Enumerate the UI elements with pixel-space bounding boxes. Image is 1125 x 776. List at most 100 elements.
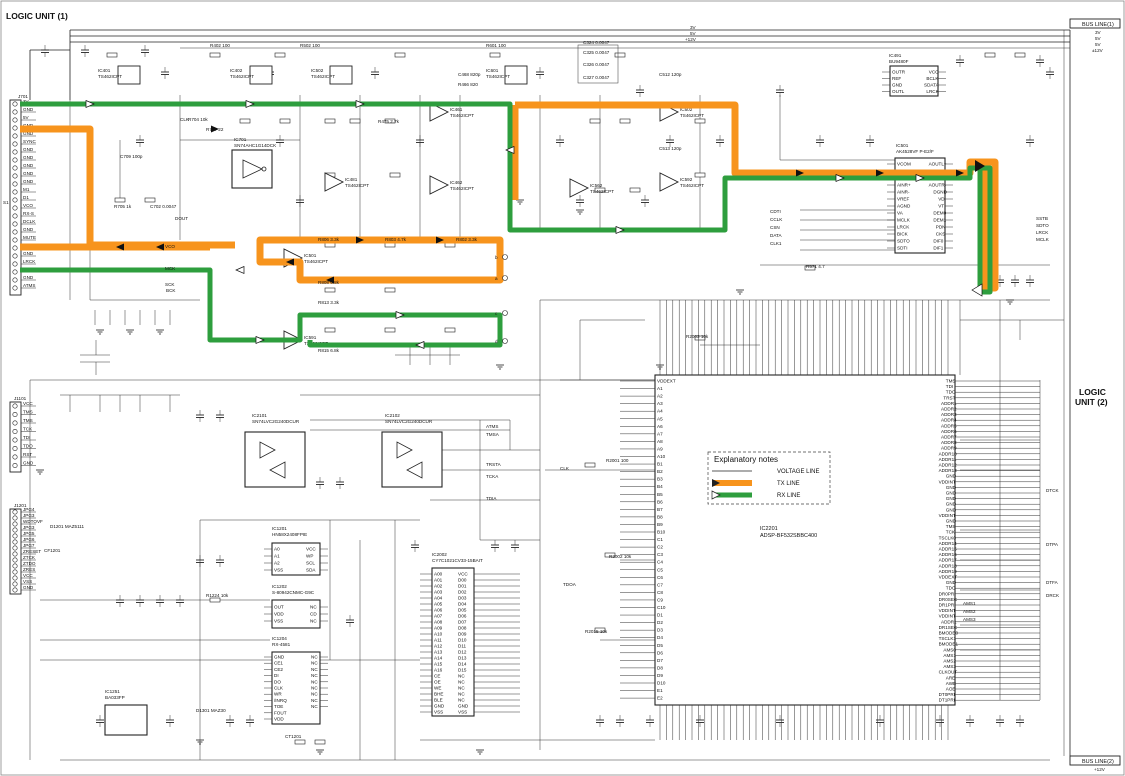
ic-pin-label: VA: [897, 211, 904, 216]
resistor: [279, 118, 291, 124]
resistor: [324, 242, 336, 248]
connector-pin: [12, 221, 18, 227]
ic-pin-label: TSCLK0: [939, 535, 957, 540]
label-r707: R707 22: [206, 127, 224, 132]
ic-pin-label: DI: [274, 673, 279, 678]
ic-pin-label: DR0PRI: [939, 591, 956, 596]
svg-text:J701: J701: [18, 94, 28, 99]
ic-pin-label: D2: [657, 620, 663, 625]
connector-pin-label: GND: [23, 107, 34, 112]
ic-pin-label: TRST: [943, 395, 955, 400]
label-r2003: R2003 10k: [686, 334, 709, 339]
tx-arrow-icon: [286, 258, 294, 266]
connector-pin: [12, 587, 18, 593]
connector-pin-label: TDI: [23, 435, 30, 440]
ic-pin-label: B2: [657, 469, 663, 474]
connector-pin: [12, 420, 18, 426]
ic-pin-label: C3: [657, 552, 663, 557]
ic-pin-label: NC: [458, 692, 465, 697]
label-r705: R705 1k: [114, 204, 132, 209]
right-unit-title-line2: UNIT (2): [1075, 397, 1108, 407]
ic-pin-label: ADDR1: [941, 401, 957, 406]
resistor: [444, 327, 456, 333]
ic-pin-label: ADDR13: [939, 468, 958, 473]
svg-text:+12V: +12V: [1094, 767, 1106, 772]
legend-voltage-label: VOLTAGE LINE: [777, 469, 819, 475]
connector-pin: [12, 545, 18, 551]
resistor: [444, 242, 456, 248]
connector-pin-label: JPG5: [23, 531, 35, 536]
connector-j1201: J1201 JPG4JPG3WDTOVFJPG3JPG5JPG6JPG7ZRES…: [9, 503, 43, 595]
svg-text:a: a: [495, 276, 498, 281]
ic-pin-label: DO: [274, 679, 281, 684]
label-r813: R813 3.3k: [318, 300, 340, 305]
ic-pin-label: VCC: [929, 70, 939, 75]
ic-pin-label: D07: [458, 620, 467, 625]
ic491-dac: IC491 BU9480F OUTRREFGNDOUTLVCCBCLKSDATA…: [882, 53, 946, 97]
ic-pin-label: NC: [311, 679, 318, 684]
ic-pin-label: A07: [434, 614, 443, 619]
tx-arrow-icon: [956, 169, 964, 177]
tx-line-paths: [20, 101, 999, 292]
ic-pin-label: SDATA: [924, 83, 940, 88]
svg-text:+12V: +12V: [685, 37, 697, 42]
ic-pin-label: C9: [657, 597, 663, 602]
ic-pin-label: WR: [274, 692, 282, 697]
ic1201-eeprom: IC1201 HN58X2408FPIE A0A1A2VSSVCCWPSCLSD…: [264, 526, 328, 576]
svg-text:R502 100: R502 100: [300, 43, 320, 48]
ic-pin-label: CE1: [274, 661, 283, 666]
connector-pin-label: VCC: [23, 573, 33, 578]
ic-pin-label: OUTR: [892, 70, 906, 75]
svg-text:5V: 5V: [690, 31, 697, 36]
ic1204-rtc: IC1204 RX-4581 GNDCE1CE2DIDOCLKWR/INRQTO…: [264, 636, 328, 725]
ic-pin-label: D10: [657, 681, 666, 686]
rx-arrow-icon: [505, 145, 515, 155]
ic-pin-label: ADDR11: [939, 457, 957, 462]
ic-pin-label: VCC: [306, 547, 316, 552]
label-r571: R571 4.7: [806, 264, 825, 269]
net-labels: CLKDOUTVCOMCKSCKBCKATMSTMSATCKATDIATRSTA…: [165, 209, 1060, 622]
svg-text:J1201: J1201: [14, 503, 27, 508]
connector-pin-label: GND: [23, 131, 34, 136]
svg-text:IC2101: IC2101: [252, 413, 267, 418]
opamp-part: TS462ICPT: [345, 183, 369, 188]
ic-pin-label: A05: [434, 602, 443, 607]
ic401-block: IC401 TS462ICPT R402 100: [98, 43, 230, 85]
tx-arrow-icon: [796, 169, 804, 177]
ic-pin-label: DIF0: [933, 239, 943, 244]
ic-pin-label: VT: [938, 204, 944, 209]
ic-pin-label: DT0PRI: [939, 692, 955, 697]
svg-text:TS462ICPT: TS462ICPT: [98, 74, 122, 79]
ic-pin-label: AMS0: [943, 647, 956, 652]
net-label: DTPA: [1046, 542, 1059, 547]
opamp-part: TS462ICPT: [304, 259, 328, 264]
ic-pin-label: AGND: [897, 204, 911, 209]
svg-text:SN74LVC2G240DCUR: SN74LVC2G240DCUR: [252, 419, 300, 424]
ic-pin-label: AMS1: [943, 653, 956, 658]
ic-pin-label: SDTO: [897, 239, 910, 244]
opamp-part: TS462ICPT: [450, 186, 474, 191]
ic-pin-label: WP: [306, 554, 313, 559]
connector-pin-label: ATMS: [23, 283, 35, 288]
ic-pin-label: VREF: [897, 197, 909, 202]
connector-pin-label: ZRESET: [23, 549, 41, 554]
svg-text:IC1202: IC1202: [272, 584, 287, 589]
rx-arrow-icon: [255, 335, 265, 345]
svg-text:HN58X2408FPIE: HN58X2408FPIE: [272, 532, 307, 537]
svg-text:SN74LVC2G240DCUR: SN74LVC2G240DCUR: [385, 419, 433, 424]
connector-pin: [12, 133, 18, 139]
ic-pin-label: A1: [274, 554, 280, 559]
connector-pin: [12, 551, 18, 557]
ic-pin-label: GND: [946, 485, 957, 490]
ic2102-buffer: IC2102 SN74LVC2G240DCUR: [381, 413, 443, 488]
ic-pin-label: B8: [657, 514, 663, 519]
ic-pin-label: ADDR9: [941, 446, 957, 451]
ic-pin-label: ADDR4: [941, 418, 957, 423]
label-r808: R808 6.8k: [318, 280, 340, 285]
connector-pin-label: JPG6: [23, 537, 35, 542]
connector-pin-label: MUTE: [23, 235, 36, 240]
opamp-ref: IC591: [304, 335, 317, 340]
ic-pin-label: TCK: [946, 530, 956, 535]
connector-pin-label: VCC: [23, 401, 33, 406]
resistor: [619, 118, 631, 124]
